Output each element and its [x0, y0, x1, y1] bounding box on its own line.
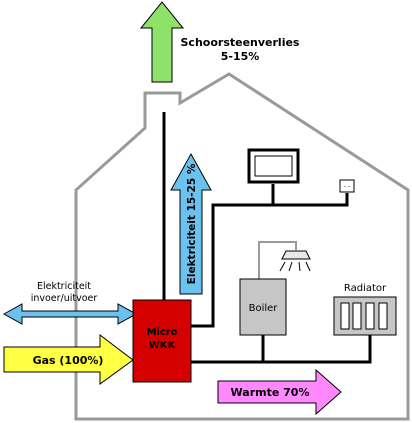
tv-screen [254, 155, 293, 177]
micro-chp-label-line2: WKK [149, 340, 177, 351]
grid-exchange-label-line1: Elektriciteit [37, 281, 91, 292]
wall-socket-icon [339, 179, 355, 193]
heat-pipe-main [191, 335, 372, 364]
electricity-output-label: Elektriciteit 15-25 % [186, 163, 198, 284]
gas-input-label: Gas (100%) [33, 354, 104, 367]
shower-spray [279, 261, 311, 272]
gas-input-arrow [3, 333, 134, 385]
micro-chp-unit [132, 299, 192, 383]
chimney-loss-arrow [139, 1, 185, 83]
electricity-output-arrow [170, 152, 212, 295]
boiler-label: Boiler [249, 303, 279, 314]
boiler-unit [239, 278, 287, 336]
shower-pipe [258, 241, 297, 279]
radiator-label: Radiator [344, 283, 387, 294]
chimney-loss-title: Schoorsteenverlies [181, 36, 300, 49]
micro-chp-label-line1: Micro [146, 327, 177, 338]
heat-output-label: Warmte 70% [231, 386, 310, 399]
radiator-fins [340, 302, 388, 330]
grid-exchange-arrow [2, 303, 138, 325]
chimney-loss-percent: 5-15% [221, 50, 260, 63]
wall-socket-glyph: - - [344, 183, 350, 190]
house-outline [74, 72, 410, 421]
grid-exchange-label-line2: invoer/uitvoer [31, 293, 98, 304]
wire-unit-to-house [191, 193, 349, 328]
heat-output-arrow [217, 368, 342, 416]
shower-head-icon [281, 250, 311, 260]
